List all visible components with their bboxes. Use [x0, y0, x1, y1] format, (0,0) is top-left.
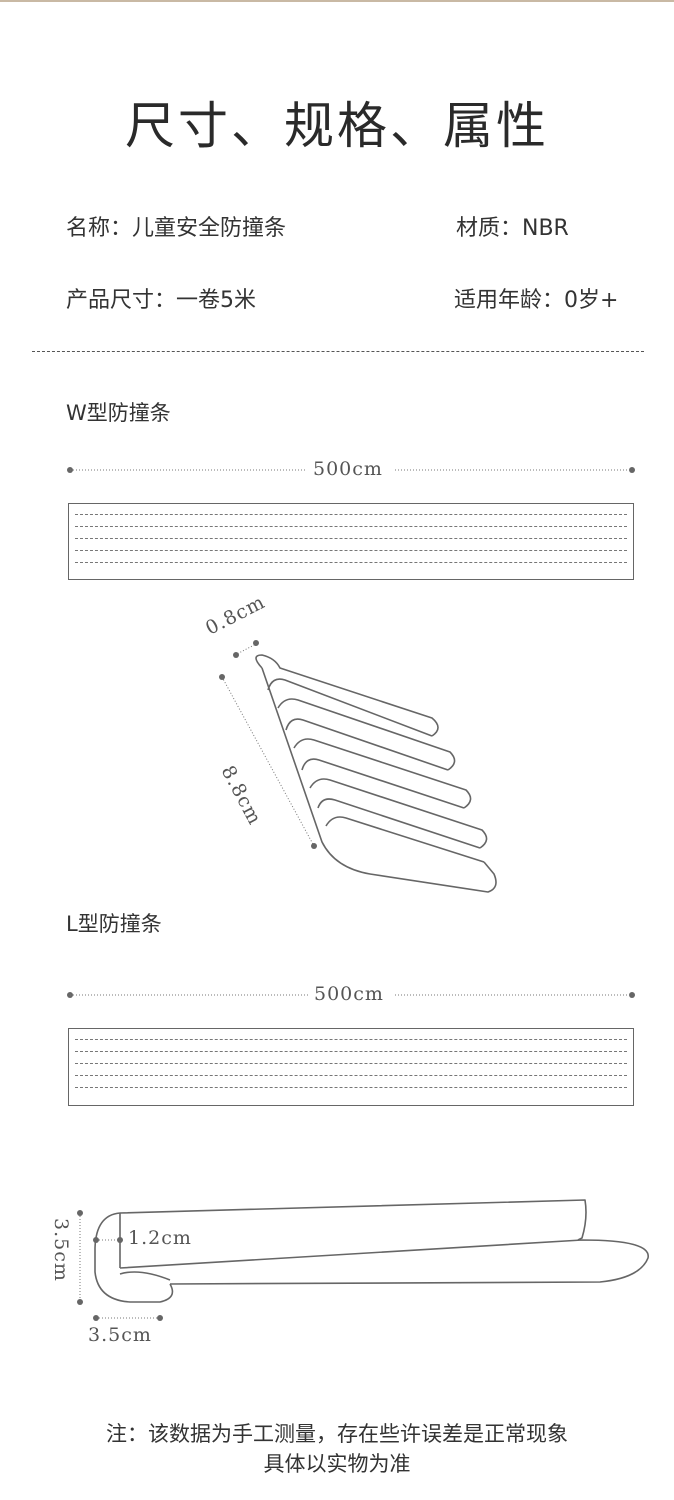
strip-groove-line: [75, 1039, 627, 1040]
spec-size: 产品尺寸：一卷5米: [66, 288, 256, 313]
section-divider: [32, 351, 644, 352]
page-title: 尺寸、规格、属性: [125, 97, 549, 155]
footnote: 注：该数据为手工测量，存在些许误差是正常现象 具体以实物为准: [0, 1419, 674, 1479]
w-strip: [68, 503, 634, 580]
spec-age: 适用年龄：0岁+: [454, 288, 619, 313]
l-height-marker: [77, 1210, 83, 1305]
l-profile-illustration: [94, 1199, 649, 1303]
top-border: [0, 0, 674, 2]
l-length-dimension-line: [67, 992, 635, 998]
strip-groove-line: [75, 1063, 627, 1064]
w-thickness-marker: [233, 640, 259, 658]
strip-groove-line: [75, 1051, 627, 1052]
l-type-label: L型防撞条: [66, 912, 162, 936]
w-width-marker: [219, 674, 317, 849]
w-length-label: 500cm: [313, 458, 383, 480]
footnote-line-2: 具体以实物为准: [263, 1452, 411, 1476]
strip-groove-line: [75, 550, 627, 551]
strip-groove-line: [75, 1087, 627, 1088]
strip-groove-line: [75, 526, 627, 527]
spec-name: 名称：儿童安全防撞条: [66, 216, 287, 241]
footnote-line-1: 注：该数据为手工测量，存在些许误差是正常现象: [106, 1422, 568, 1446]
w-length-dimension-line: [67, 467, 635, 473]
l-length-label: 500cm: [314, 983, 384, 1005]
w-profile-illustration: [255, 654, 497, 893]
l-inner-marker: [93, 1237, 123, 1243]
w-type-label: W型防撞条: [66, 401, 171, 425]
l-strip: [68, 1028, 634, 1106]
l-inner-label: 1.2cm: [128, 1227, 192, 1249]
strip-groove-line: [75, 538, 627, 539]
strip-groove-line: [75, 562, 627, 563]
strip-groove-line: [75, 514, 627, 515]
l-height-label: 3.5cm: [50, 1218, 72, 1282]
strip-groove-line: [75, 1075, 627, 1076]
l-depth-label: 3.5cm: [88, 1324, 152, 1346]
l-depth-marker: [93, 1315, 163, 1321]
spec-material: 材质：NBR: [456, 216, 569, 241]
